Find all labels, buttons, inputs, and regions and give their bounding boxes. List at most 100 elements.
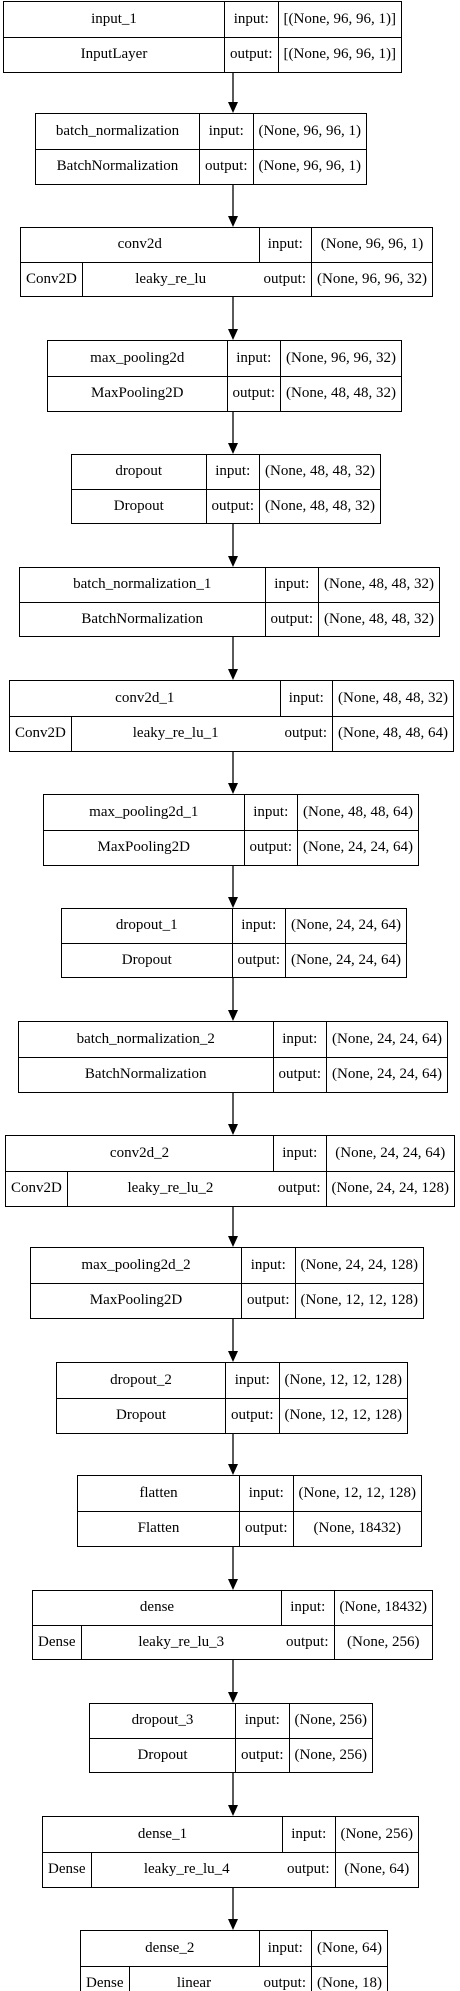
arrowhead-icon <box>228 1464 238 1475</box>
arrowhead-icon <box>228 1919 238 1930</box>
output-port-label: output: <box>235 1738 289 1772</box>
layer-name: max_pooling2d_1 <box>89 803 199 820</box>
input-shape: (None, 24, 24, 64) <box>326 1022 447 1057</box>
layer-name: batch_normalization_2 <box>76 1030 215 1047</box>
arrowhead-icon <box>228 216 238 227</box>
layer-bottom-row: BatchNormalization output:(None, 24, 24, … <box>19 1056 447 1092</box>
layer-name: max_pooling2d_2 <box>81 1256 191 1273</box>
layer-name: dense_1 <box>137 1825 188 1842</box>
output-port-label: output: <box>224 37 278 72</box>
input-shape: (None, 96, 96, 32) <box>280 341 401 376</box>
arrowhead-icon <box>228 329 238 340</box>
layer-type: MaxPooling2D <box>90 385 184 402</box>
layer-name: flatten <box>139 1484 178 1501</box>
output-port-label: output: <box>243 830 298 865</box>
input-port-label: input: <box>225 1363 279 1398</box>
layer-name: conv2d_2 <box>109 1144 170 1161</box>
layer-type: MaxPooling2D <box>97 839 190 856</box>
layer-name: conv2d <box>117 236 162 253</box>
arrowhead-icon <box>228 897 238 908</box>
layer-name: dropout_1 <box>115 917 178 934</box>
layer-type: Dense <box>38 1633 76 1650</box>
layer-activation: leaky_re_lu_4 <box>90 1852 283 1887</box>
input-shape: (None, 12, 12, 128) <box>278 1363 407 1398</box>
output-port-label: output: <box>239 1511 293 1546</box>
input-shape: (None, 24, 24, 128) <box>294 1248 423 1283</box>
input-port-label: input: <box>264 568 319 602</box>
layer-name: dense_2 <box>145 1939 195 1956</box>
arrowhead-icon <box>228 443 238 454</box>
layer-type: Dropout <box>116 1407 166 1424</box>
output-shape: (None, 24, 24, 128) <box>325 1171 454 1206</box>
layer-node-max-pooling2d-1: max_pooling2d_1 input:(None, 48, 48, 64) M… <box>43 794 419 866</box>
input-shape: (None, 256) <box>334 1817 418 1852</box>
layer-type: BatchNormalization <box>84 1066 207 1083</box>
layer-type: MaxPooling2D <box>89 1292 183 1309</box>
input-port-label: input: <box>243 795 298 830</box>
output-shape: (None, 18) <box>311 1966 387 1991</box>
input-shape: (None, 96, 96, 1) <box>252 114 366 149</box>
input-port-label: input: <box>241 1248 295 1283</box>
output-port-label: output: <box>199 149 253 184</box>
output-shape: (None, 48, 48, 32) <box>259 489 380 523</box>
layer-activation: linear <box>128 1966 259 1991</box>
input-shape: (None, 64) <box>311 1931 387 1966</box>
arrowhead-icon <box>228 556 238 567</box>
layer-name: conv2d_1 <box>115 689 175 706</box>
layer-type: Conv2D <box>15 725 66 742</box>
input-port-label: input: <box>235 1704 289 1738</box>
input-shape: (None, 24, 24, 64) <box>285 909 406 943</box>
layer-activation: leaky_re_lu_1 <box>70 716 280 751</box>
output-shape: (None, 12, 12, 128) <box>278 1398 407 1433</box>
arrowhead-icon <box>228 1351 238 1362</box>
input-port-label: input: <box>199 114 253 149</box>
output-shape: (None, 256) <box>288 1738 372 1772</box>
arrowhead-icon <box>228 1124 238 1135</box>
layer-name: dropout <box>115 463 163 480</box>
layer-activation: leaky_re_lu <box>81 262 259 296</box>
output-shape: (None, 48, 48, 32) <box>318 602 439 636</box>
output-shape: [(None, 96, 96, 1)] <box>277 37 401 72</box>
output-shape: (None, 24, 24, 64) <box>326 1057 447 1092</box>
output-port-label: output: <box>226 376 281 411</box>
output-port-label: output: <box>263 1975 307 1991</box>
input-port-label: input: <box>239 1476 293 1511</box>
output-port-label: output: <box>272 1057 327 1092</box>
input-shape: (None, 18432) <box>333 1591 432 1625</box>
layer-name: dropout_2 <box>110 1371 172 1388</box>
layer-node-batch-normalization: batch_normalization input:(None, 96, 96, … <box>35 113 367 185</box>
layer-name: batch_normalization <box>55 122 180 139</box>
layer-bottom-row: Dropout output:(None, 12, 12, 128) <box>57 1397 407 1433</box>
input-shape: (None, 48, 48, 64) <box>297 795 418 830</box>
input-port-label: input: <box>282 1817 335 1852</box>
output-shape: (None, 24, 24, 64) <box>285 943 406 977</box>
output-port-label: output: <box>225 1398 279 1433</box>
input-shape: (None, 48, 48, 32) <box>318 568 439 602</box>
output-port-label: output: <box>286 1633 329 1650</box>
layer-top-row: dropout_2 input:(None, 12, 12, 128) <box>57 1363 407 1398</box>
